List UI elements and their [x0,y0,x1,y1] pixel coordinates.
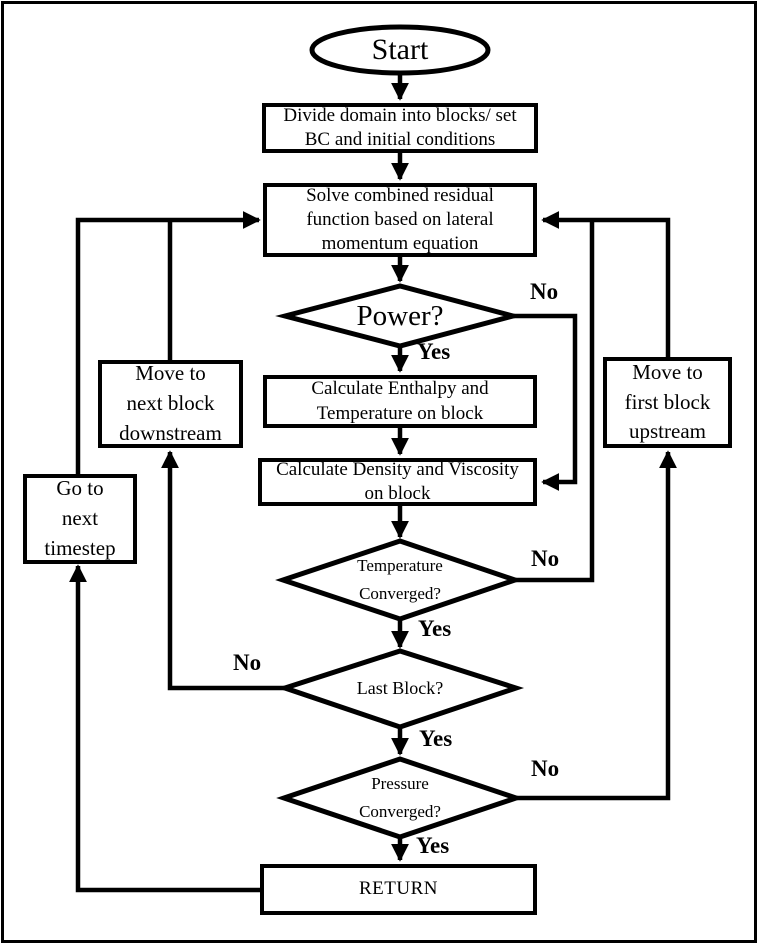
next-timestep-box: Go to next timestep [23,474,137,564]
connector-power-no-to-density [511,313,578,491]
temp-converged-decision-shape [275,538,523,622]
connector-pressure-no-to-upstream [516,450,677,801]
start-node-label: Start [371,33,429,66]
edge-label-power-yes: Yes [417,339,451,364]
connector-lastblock-no-to-downstream [161,450,287,691]
last-block-decision-label: Last Block? [356,677,444,698]
calc-enthalpy-box: Calculate Enthalpy and Temperature on bl… [263,375,537,428]
edge-label-temp-no: No [531,546,560,571]
edge-label-power-no: No [530,279,559,304]
divide-domain-box: Divide domain into blocks/ set BC and in… [262,103,538,153]
last-block-decision-shape [277,648,525,730]
edge-label-temp-yes: Yes [418,616,452,641]
pressure-converged-decision-label: Pressure Converged? [359,773,441,821]
edge-label-pressure-no: No [531,756,560,781]
move-upstream-box: Move to first block upstream [603,357,732,448]
edge-label-pressure-yes: Yes [416,833,450,858]
connector-temp-no-up [513,220,595,583]
return-box: RETURN [260,864,537,915]
edge-label-lastblock-yes: Yes [419,726,453,751]
edge-label-lastblock-no: No [233,650,262,675]
solve-residual-box: Solve combined residual function based o… [263,183,537,257]
calc-density-box: Calculate Density and Viscosity on block [258,458,537,506]
connector-timestep-to-solve [75,211,261,475]
temp-converged-decision-label: Temperature Converged? [357,555,443,603]
move-downstream-box: Move to next block downstream [98,360,243,448]
power-decision-label: Power? [356,299,444,332]
start-terminator-shape [309,24,491,76]
connector-return-to-timestep [69,564,261,893]
connector-upstream-to-solve [541,211,671,357]
power-decision-shape [275,283,523,349]
pressure-converged-decision-shape [276,756,524,840]
